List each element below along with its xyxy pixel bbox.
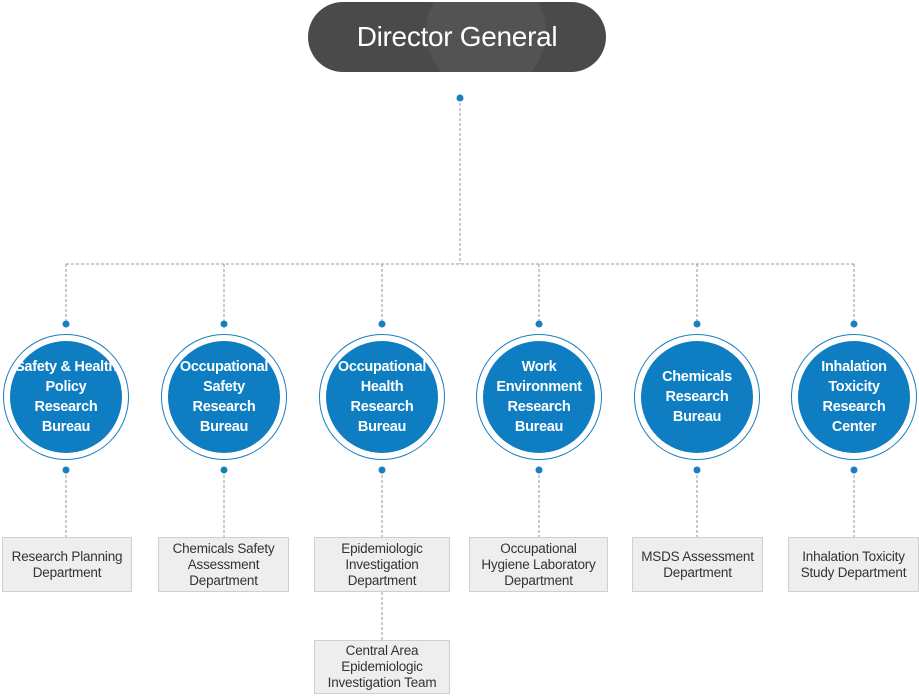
bureau-top-dot (535, 320, 543, 328)
bureau-top-dot (378, 320, 386, 328)
center-inhalation-toxicity: Inhalation Toxicity Research Center (791, 334, 917, 460)
bureau-bottom-dot (850, 466, 858, 474)
bureau-chemicals-research: Chemicals Research Bureau (634, 334, 760, 460)
dept-research-planning: Research Planning Department (2, 537, 132, 592)
director-connector-dot (456, 94, 464, 102)
dept-chemicals-safety-assessment: Chemicals Safety Assessment Department (158, 537, 289, 592)
dept-msds-assessment: MSDS Assessment Department (632, 537, 763, 592)
director-general-label: Director General (356, 21, 558, 52)
bureau-label: Chemicals Research Bureau (641, 341, 753, 453)
bureau-label: Safety & Health Policy Research Bureau (10, 341, 122, 453)
dept-epidemiologic-investigation: Epidemiologic Investigation Department (314, 537, 450, 592)
bureau-bottom-dot (62, 466, 70, 474)
bureau-label: Occupational Safety Research Bureau (168, 341, 280, 453)
bureau-bottom-dot (220, 466, 228, 474)
team-central-area-epidemiologic: Central Area Epidemiologic Investigation… (314, 640, 450, 694)
bureau-safety-health-policy: Safety & Health Policy Research Bureau (3, 334, 129, 460)
bureau-bottom-dot (378, 466, 386, 474)
dept-inhalation-toxicity-study: Inhalation Toxicity Study Department (788, 537, 919, 592)
bureau-label: Occupational Health Research Bureau (326, 341, 438, 453)
bureau-label: Inhalation Toxicity Research Center (798, 341, 910, 453)
director-general-node: Director General (308, 2, 606, 72)
bureau-bottom-dot (535, 466, 543, 474)
bureau-bottom-dot (693, 466, 701, 474)
bureau-occupational-health: Occupational Health Research Bureau (319, 334, 445, 460)
bureau-work-environment: Work Environment Research Bureau (476, 334, 602, 460)
bureau-top-dot (850, 320, 858, 328)
bureau-top-dot (693, 320, 701, 328)
bureau-occupational-safety: Occupational Safety Research Bureau (161, 334, 287, 460)
bureau-label: Work Environment Research Bureau (483, 341, 595, 453)
bureau-top-dot (220, 320, 228, 328)
dept-occupational-hygiene-laboratory: Occupational Hygiene Laboratory Departme… (469, 537, 608, 592)
bureau-top-dot (62, 320, 70, 328)
